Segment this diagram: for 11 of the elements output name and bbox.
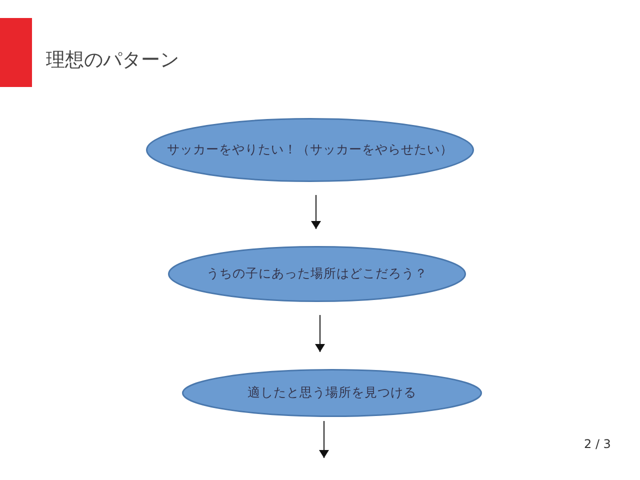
ellipse-node xyxy=(146,118,474,182)
step-text: うちの子にあった場所はどこだろう？ xyxy=(206,266,428,282)
arrow xyxy=(315,315,325,352)
step-text: サッカーをやりたい！（サッカーをやらせたい） xyxy=(166,142,454,158)
ellipse-node xyxy=(182,369,482,417)
page-number: 2 / 3 xyxy=(584,437,611,451)
slide-title: 理想のパターン xyxy=(46,48,179,73)
arrow xyxy=(311,195,321,229)
arrow xyxy=(319,421,329,458)
step-text: 適したと思う場所を見つける xyxy=(246,384,418,402)
ellipse-node xyxy=(168,246,466,302)
